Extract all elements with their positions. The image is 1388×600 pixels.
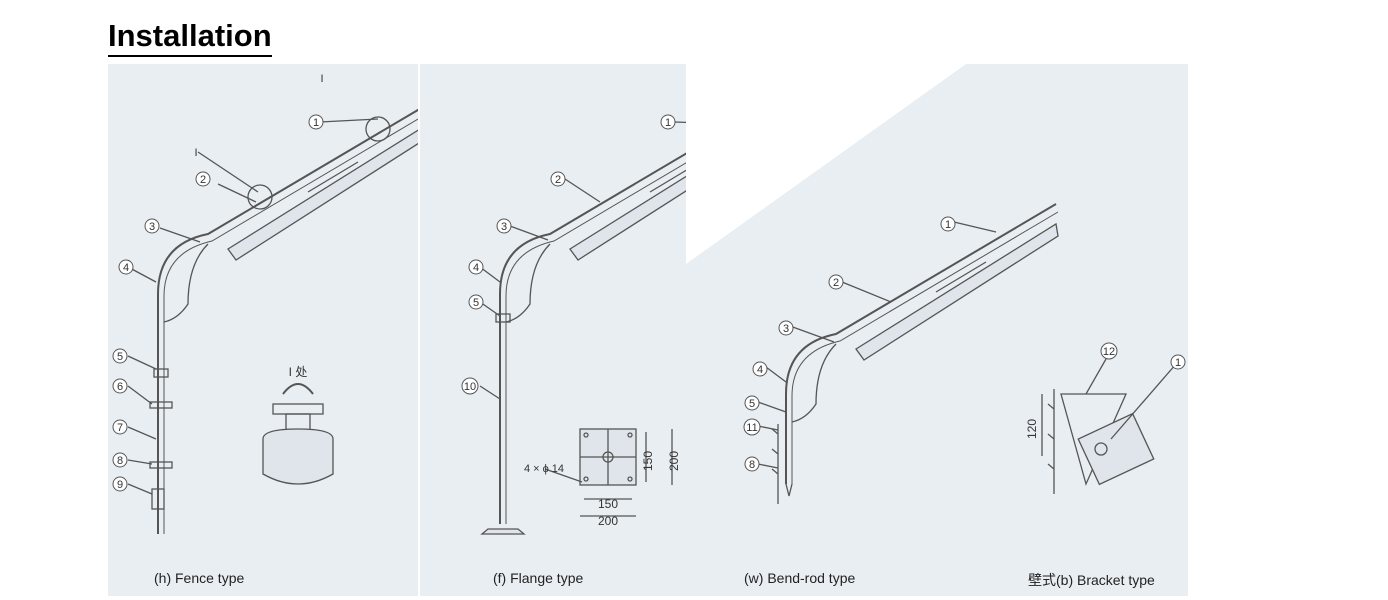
callout-2: 2 <box>833 277 839 289</box>
panel-caption: (h) Fence type <box>154 570 245 586</box>
callout-10: 10 <box>464 381 476 393</box>
panel-caption: (f) Flange type <box>493 570 584 586</box>
dim-outer-height: 200 <box>667 451 681 471</box>
page-title: Installation <box>108 18 272 57</box>
panel-caption: 壁式(b) Bracket type <box>1028 572 1155 588</box>
callout-4: 4 <box>757 364 763 376</box>
hole-spec: 4 × ϕ 14 <box>524 463 564 475</box>
detail-label: I <box>320 73 323 85</box>
callout-1: 1 <box>945 219 951 231</box>
callout-1: 1 <box>665 117 671 129</box>
callout-12: 12 <box>1103 346 1115 358</box>
callout-7: 7 <box>117 422 123 434</box>
detail-view-label: I 处 <box>289 365 308 379</box>
callout-4: 4 <box>123 262 129 274</box>
callout-3: 3 <box>783 323 789 335</box>
callout-9: 9 <box>117 479 123 491</box>
fence-type-panel: 1 2 3 4 5 6 7 8 9 I I I 处 (h) Fence type <box>108 64 418 596</box>
callout-4: 4 <box>473 262 479 274</box>
fence-type-diagram: 1 2 3 4 5 6 7 8 9 I I I 处 <box>112 73 418 534</box>
bend-rod-type-diagram: 1 2 3 4 5 11 8 12 1 120 <box>686 64 1186 504</box>
callout-8: 8 <box>749 459 755 471</box>
callout-5: 5 <box>473 297 479 309</box>
callout-3: 3 <box>149 221 155 233</box>
callout-3: 3 <box>501 221 507 233</box>
panel-caption: (w) Bend-rod type <box>744 570 856 586</box>
callout-11: 11 <box>746 422 757 434</box>
callout-5: 5 <box>117 351 123 363</box>
callout-8: 8 <box>117 455 123 467</box>
callout-2: 2 <box>555 174 561 186</box>
dim-outer-width: 200 <box>598 514 618 528</box>
callout-5: 5 <box>749 398 755 410</box>
detail-label: I <box>194 147 197 159</box>
callout-6: 6 <box>117 381 123 393</box>
dim-inner-width: 150 <box>598 497 618 511</box>
callout-2: 2 <box>200 174 206 186</box>
bend-rod-type-panel: 1 2 3 4 5 11 8 12 1 120 (w) Bend-rod typ… <box>686 64 1188 596</box>
callout-1: 1 <box>313 117 319 129</box>
callout-1: 1 <box>1175 357 1181 369</box>
dim-height: 120 <box>1025 419 1039 439</box>
dim-inner-height: 150 <box>641 451 655 471</box>
